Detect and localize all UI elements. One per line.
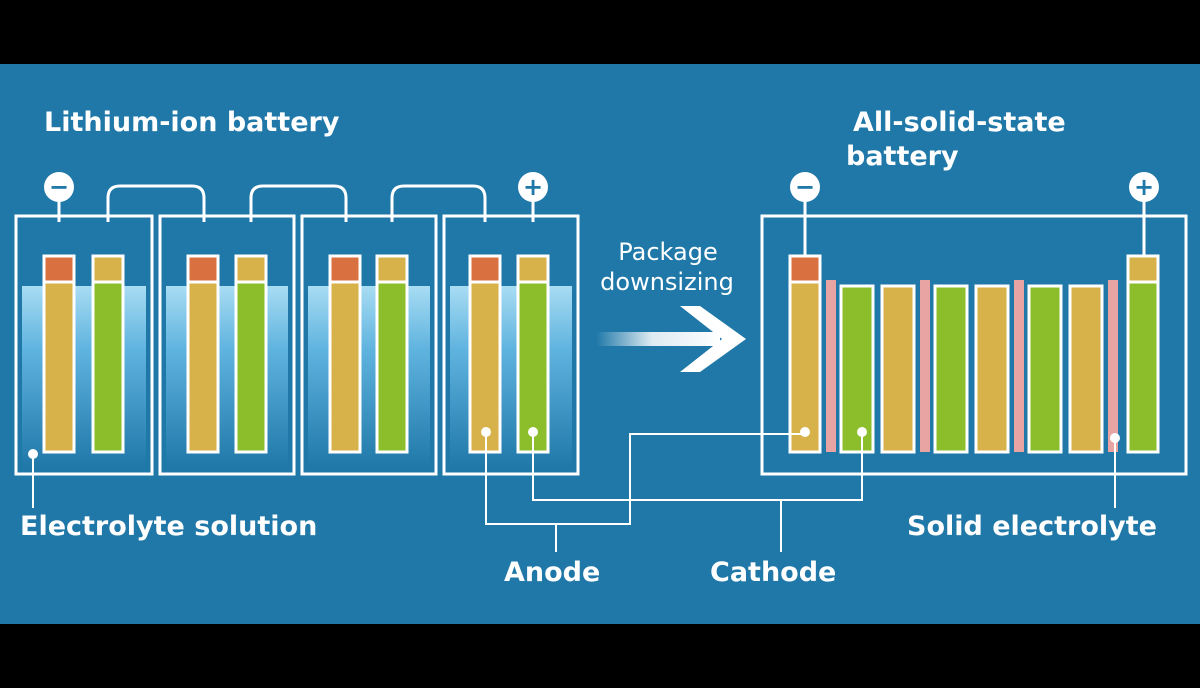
lithium-ion-battery: − + bbox=[14, 172, 580, 476]
cathode-electrode bbox=[839, 284, 875, 454]
arrow-label-line2: downsizing bbox=[600, 268, 734, 296]
anode-label: Anode bbox=[504, 557, 601, 588]
negative-terminal: − bbox=[44, 172, 74, 202]
liquid-cell bbox=[300, 214, 438, 476]
anode-electrode bbox=[880, 284, 916, 454]
right-title-line1: All-solid-state bbox=[853, 107, 1066, 138]
positive-terminal-sign: + bbox=[523, 173, 543, 201]
current-collector-tab bbox=[516, 254, 550, 284]
downsizing-arrow bbox=[596, 306, 746, 372]
cathode-electrode bbox=[933, 284, 969, 454]
anode-electrode bbox=[328, 254, 362, 454]
solid-electrolyte-layer bbox=[1108, 280, 1118, 452]
anode-electrode bbox=[974, 284, 1010, 454]
current-collector-tab bbox=[1126, 254, 1160, 284]
anode-electrode bbox=[186, 254, 220, 454]
cathode-electrode bbox=[1027, 284, 1063, 454]
right-title-line2: battery bbox=[846, 141, 959, 172]
arrow-label-line1: Package bbox=[618, 238, 718, 266]
anode-electrode bbox=[788, 254, 822, 454]
current-collector-tab bbox=[328, 254, 362, 284]
negative-terminal-sign: − bbox=[795, 173, 815, 201]
solid-electrolyte-layer bbox=[1014, 280, 1024, 452]
current-collector-tab bbox=[375, 254, 409, 284]
current-collector-tab bbox=[91, 254, 125, 284]
solid-electrolyte-label: Solid electrolyte bbox=[907, 511, 1157, 542]
anode-electrode bbox=[468, 254, 502, 454]
liquid-cell bbox=[158, 214, 296, 476]
liquid-cell bbox=[442, 214, 580, 476]
cathode-label: Cathode bbox=[710, 557, 837, 588]
electrolyte-solution-label: Electrolyte solution bbox=[20, 511, 318, 542]
cathode-electrode bbox=[1126, 254, 1160, 454]
current-collector-tab bbox=[234, 254, 268, 284]
cathode-electrode bbox=[375, 254, 409, 454]
solid-electrolyte-layer bbox=[920, 280, 930, 452]
leader-lines bbox=[32, 433, 1116, 552]
liquid-cell bbox=[14, 214, 154, 476]
cell-connector-wires bbox=[57, 184, 535, 258]
current-collector-tab bbox=[788, 254, 822, 284]
current-collector-tab bbox=[42, 254, 76, 284]
current-collector-tab bbox=[468, 254, 502, 284]
negative-terminal-sign: − bbox=[49, 173, 69, 201]
positive-terminal: + bbox=[1129, 172, 1159, 202]
cathode-electrode bbox=[516, 254, 550, 454]
left-title: Lithium-ion battery bbox=[44, 107, 340, 138]
current-collector-tab bbox=[186, 254, 220, 284]
leader-dots bbox=[28, 427, 1120, 459]
solid-electrolyte-layer bbox=[826, 280, 836, 452]
anode-electrode bbox=[1068, 284, 1104, 454]
cathode-electrode bbox=[91, 254, 125, 454]
all-solid-state-battery: − + bbox=[760, 172, 1188, 476]
positive-terminal-sign: + bbox=[1134, 173, 1154, 201]
negative-terminal: − bbox=[790, 172, 820, 202]
positive-terminal: + bbox=[518, 172, 548, 202]
anode-electrode bbox=[42, 254, 76, 454]
cathode-electrode bbox=[234, 254, 268, 454]
